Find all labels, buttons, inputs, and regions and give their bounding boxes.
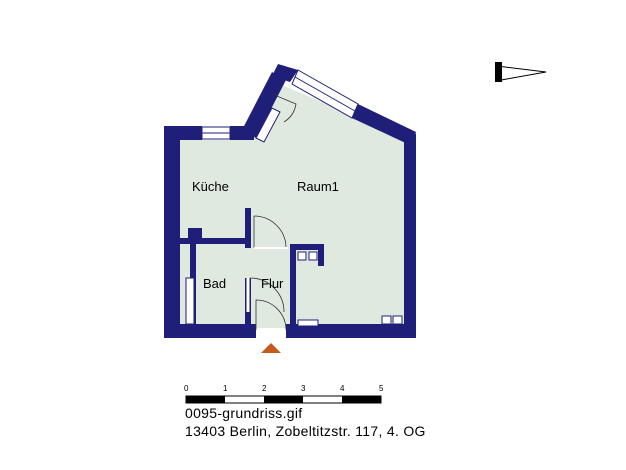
floor-area: [180, 85, 408, 330]
fixtures: [185, 251, 403, 327]
outer-walls: [164, 64, 416, 338]
entrance-marker-icon: [261, 343, 281, 353]
windows: [201, 69, 359, 143]
room-label-kitchen: Küche: [192, 179, 229, 194]
scale-tick-2: 2: [262, 384, 267, 393]
doors: [246, 93, 297, 332]
room-label-main: Raum1: [297, 179, 339, 194]
caption-address: 13403 Berlin, Zobeltitzstr. 117, 4. OG: [185, 423, 426, 439]
scale-tick-1: 1: [223, 384, 228, 393]
caption-filename: 0095-grundriss.gif: [185, 405, 303, 421]
room-label-bath: Bad: [203, 276, 226, 291]
scale-tick-4: 4: [340, 384, 345, 393]
scale-bar: [185, 395, 382, 404]
scale-tick-3: 3: [301, 384, 306, 393]
room-label-hall: Flur: [261, 276, 284, 291]
north-arrow-icon: [495, 62, 547, 82]
scale-tick-5: 5: [379, 384, 384, 393]
scale-tick-0: 0: [184, 384, 189, 393]
scale-ticks: 0 1 2 3 4 5: [184, 384, 384, 393]
